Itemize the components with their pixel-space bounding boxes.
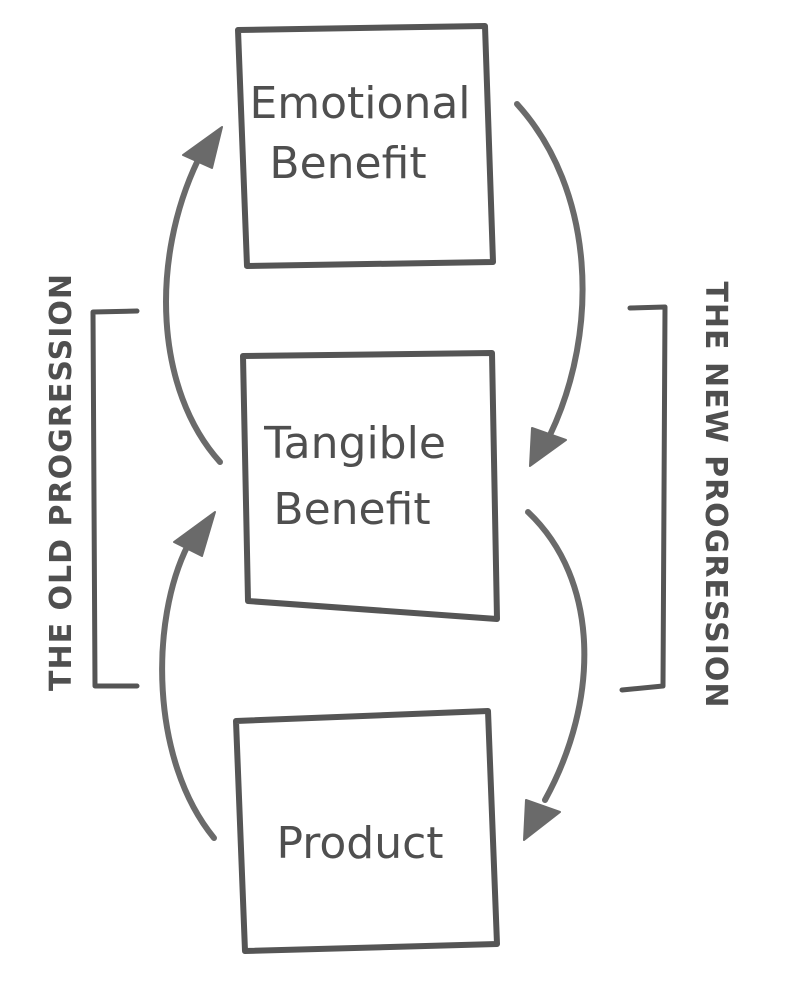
emotional-benefit-line1: Emotional: [249, 78, 470, 129]
box-product: Product: [233, 708, 500, 954]
arrow-tangible-to-product: [523, 509, 588, 841]
product-label: Product: [276, 818, 443, 869]
arrow-emotional-to-tangible: [514, 101, 586, 467]
box-tangible-benefit: Tangible Benefit: [240, 350, 500, 622]
tangible-benefit-line1: Tangible: [263, 418, 446, 469]
old-progression-label: THE OLD PROGRESSION: [44, 273, 79, 691]
box-emotional-benefit: Emotional Benefit: [235, 23, 496, 269]
new-progression-label: THE NEW PROGRESSION: [698, 281, 733, 708]
emotional-benefit-line2: Benefit: [269, 138, 426, 189]
arrow-product-to-tangible: [159, 511, 217, 841]
new-progression-bracket: [619, 304, 668, 693]
arrow-tangible-to-emotional: [163, 126, 223, 465]
tangible-benefit-line2: Benefit: [273, 484, 430, 535]
old-progression-bracket: [90, 308, 140, 689]
